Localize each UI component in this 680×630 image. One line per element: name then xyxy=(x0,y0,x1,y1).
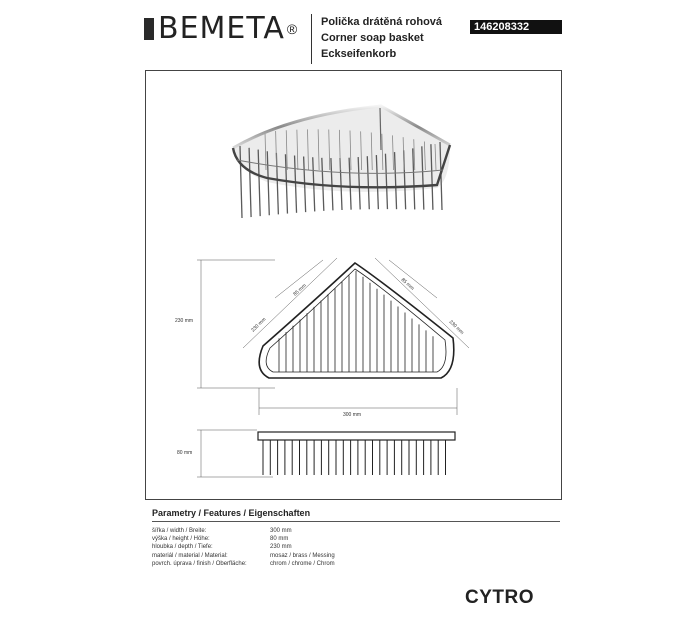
wire-line xyxy=(349,130,352,171)
wire-line xyxy=(330,158,334,211)
wire-line xyxy=(384,153,389,210)
dim-width: 300 mm xyxy=(343,412,361,418)
wire-line xyxy=(402,137,405,171)
wire-line xyxy=(285,130,288,171)
param-label: šířka / width / Breite: xyxy=(152,528,207,534)
top-view-dimensions xyxy=(197,257,470,415)
wire-line xyxy=(434,143,437,171)
param-label: výška / height / Höhe: xyxy=(152,536,210,543)
param-label: hloubka / depth / Tiefe: xyxy=(152,544,213,551)
drawing-frame xyxy=(145,70,562,500)
param-value: 300 mm xyxy=(270,528,292,534)
dim-diag-right: 230 mm xyxy=(448,319,465,336)
side-view-dimensions xyxy=(197,429,273,478)
wire-line xyxy=(370,132,373,171)
wire-line xyxy=(413,139,416,171)
wire-line xyxy=(307,129,309,171)
wire-line xyxy=(257,149,261,217)
product-code-badge: 146208332 xyxy=(470,20,562,34)
header-divider xyxy=(311,14,312,64)
param-row: povrch. úprava / finish / Oberfläche: ch… xyxy=(152,560,390,568)
basket-photo xyxy=(231,104,452,219)
series-name: CYTRO xyxy=(465,587,534,608)
wire-line xyxy=(338,129,341,171)
product-titles: Polička drátěná rohová Corner soap baske… xyxy=(321,14,442,62)
param-value: 230 mm xyxy=(270,544,292,551)
param-label: materiál / material / Material: xyxy=(152,552,228,559)
param-row: šířka / width / Breite: 300 mm xyxy=(152,527,390,535)
wire-line xyxy=(317,129,320,171)
param-row: materiál / material / Material: mosaz / … xyxy=(152,552,390,560)
param-label: povrch. úprava / finish / Oberfläche: xyxy=(152,560,247,567)
wire-line xyxy=(293,155,298,213)
dim-inner-left: 85 mm xyxy=(292,283,307,298)
wire-line xyxy=(239,145,243,219)
title-de: Eckseifenkorb xyxy=(321,48,397,60)
wire-line xyxy=(375,155,380,210)
wire-line xyxy=(423,141,426,171)
param-row: hloubka / depth / Tiefe: 230 mm xyxy=(152,543,390,551)
dim-depth: 80 mm xyxy=(177,450,192,456)
dim-height: 230 mm xyxy=(175,318,193,324)
side-view xyxy=(257,431,456,475)
parameters-title: Parametry / Features / Eigenschaften xyxy=(152,508,311,518)
param-value: mosaz / brass / Messing xyxy=(270,552,335,559)
technical-drawing: 230 mm 230 mm 230 mm 85 mm 85 mm 300 mm … xyxy=(175,104,470,478)
wire-line xyxy=(360,131,363,171)
param-value: 80 mm xyxy=(270,536,289,543)
param-row: výška / height / Höhe: 80 mm xyxy=(152,535,390,543)
wire-line xyxy=(264,131,267,171)
title-cs: Polička drátěná rohová xyxy=(321,16,443,28)
wire-line xyxy=(248,147,252,218)
parameters-table: šířka / width / Breite: 300 mm výška / h… xyxy=(152,527,390,568)
title-en: Corner soap basket xyxy=(321,32,424,44)
param-value: chrom / chrome / Chrom xyxy=(270,560,335,567)
wire-line xyxy=(296,129,299,171)
wire-line xyxy=(366,156,370,210)
registered-mark: ® xyxy=(286,21,298,37)
wire-line xyxy=(392,135,394,171)
wire-line xyxy=(421,146,425,210)
top-view xyxy=(258,261,455,379)
wire-line xyxy=(381,133,384,171)
wire-line xyxy=(348,157,352,210)
wire-line xyxy=(412,148,416,210)
dim-diag-left: 230 mm xyxy=(250,317,267,334)
brand-logo: BEMETA ® xyxy=(144,14,297,44)
dim-inner-right: 85 mm xyxy=(400,277,415,292)
wire-line xyxy=(275,130,278,171)
wire-line xyxy=(266,151,270,216)
wire-line xyxy=(328,129,331,171)
wire-line xyxy=(430,144,434,210)
logo-mark xyxy=(144,18,154,40)
wire-line xyxy=(357,157,361,210)
wire-line xyxy=(284,154,289,214)
parameters-rule xyxy=(152,521,560,522)
wire-line xyxy=(393,152,398,210)
brand-name: BEMETA xyxy=(158,11,285,46)
